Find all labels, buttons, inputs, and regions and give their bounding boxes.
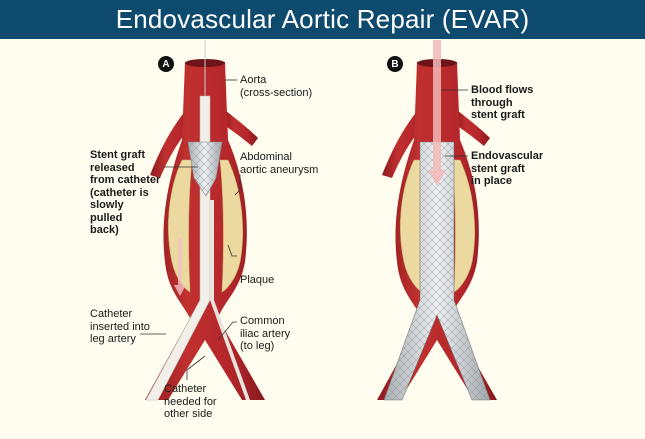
evar-illustration (140, 40, 497, 401)
label-blood-flows: Blood flows through stent graft (471, 84, 534, 121)
panel-b-badge: B (387, 56, 403, 72)
label-common-iliac-artery: Common iliac artery (to leg) (240, 315, 291, 352)
label-stent-graft-released: Stent graft released from catheter (cath… (90, 149, 161, 236)
panel-a-badge: A (158, 56, 174, 72)
page-title: Endovascular Aortic Repair (EVAR) (0, 0, 645, 39)
panel-a-leaders (140, 79, 241, 380)
label-aorta: Aorta (cross-section) (240, 74, 313, 99)
panel-b-leaders (441, 89, 468, 157)
label-catheter-other-side: Catheter needed for other side (164, 383, 217, 420)
label-stent-graft-in-place: Endovascular stent graft in place (471, 150, 544, 187)
label-abdominal-aortic-aneurysm: Abdominal aortic aneurysm (240, 151, 319, 176)
label-catheter-inserted: Catheter inserted into leg artery (90, 308, 150, 345)
panel-b-vessel (377, 40, 497, 401)
label-plaque: Plaque (240, 274, 275, 286)
panel-a-vessel (145, 40, 265, 401)
diagram-stage: A B Aorta (cross-section) Stent graft re… (0, 39, 645, 439)
